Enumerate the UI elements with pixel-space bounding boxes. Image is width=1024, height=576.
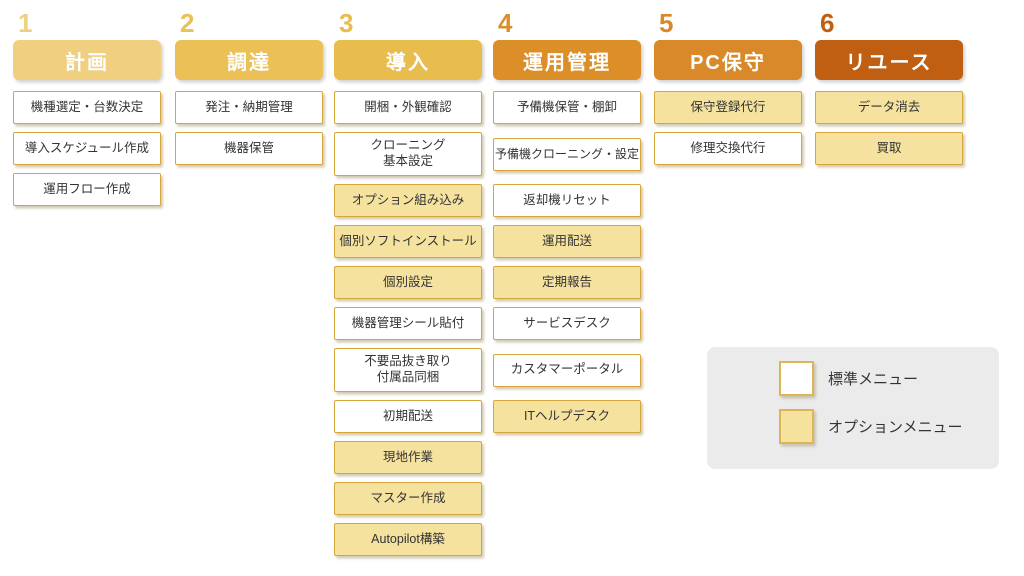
menu-item: 修理交換代行	[654, 132, 802, 165]
menu-item: マスター作成	[334, 482, 482, 515]
phase-number: 4	[498, 8, 514, 38]
menu-item: 不要品抜き取り 付属品同梱	[334, 348, 482, 392]
phase-number: 5	[659, 8, 675, 38]
standard-menu-swatch	[779, 361, 814, 396]
phase-column-4: 4 運用管理 予備機保管・棚卸 予備機クローニング・設定 返却機リセット 運用配…	[493, 8, 641, 441]
menu-item: Autopilot構築	[334, 523, 482, 556]
phase-number: 1	[18, 8, 34, 38]
menu-item: 発注・納期管理	[175, 91, 323, 124]
phase-number: 6	[820, 8, 836, 38]
menu-item: 運用配送	[493, 225, 641, 258]
legend-panel: 標準メニュー オプションメニュー	[707, 347, 999, 469]
menu-item: 予備機クローニング・設定	[493, 137, 641, 171]
menu-item: カスタマーポータル	[493, 353, 641, 387]
menu-item: 現地作業	[334, 441, 482, 474]
menu-item-slot: 予備機クローニング・設定	[493, 132, 641, 176]
phase-header-reuse: リユース	[815, 40, 963, 80]
phase-number: 3	[339, 8, 355, 38]
option-menu-swatch	[779, 409, 814, 444]
legend-row-option: オプションメニュー	[779, 409, 999, 444]
menu-item: 買取	[815, 132, 963, 165]
menu-item: 定期報告	[493, 266, 641, 299]
menu-item: 開梱・外観確認	[334, 91, 482, 124]
legend-label-standard: 標準メニュー	[828, 371, 919, 388]
phase-header-pc-hoshu: PC保守	[654, 40, 802, 80]
legend-label-option: オプションメニュー	[828, 419, 963, 436]
menu-item: オプション組み込み	[334, 184, 482, 217]
menu-item: 導入スケジュール作成	[13, 132, 161, 165]
phase-number: 2	[180, 8, 196, 38]
phase-column-3: 3 導入 開梱・外観確認 クローニング 基本設定 オプション組み込み 個別ソフト…	[334, 8, 482, 564]
phase-header-donyu: 導入	[334, 40, 482, 80]
menu-item: 個別ソフトインストール	[334, 225, 482, 258]
menu-item: 返却機リセット	[493, 184, 641, 217]
menu-item: 機器保管	[175, 132, 323, 165]
menu-item: 個別設定	[334, 266, 482, 299]
menu-item: 機種選定・台数決定	[13, 91, 161, 124]
phase-header-keikaku: 計画	[13, 40, 161, 80]
menu-item: 機器管理シール貼付	[334, 307, 482, 340]
legend-row-standard: 標準メニュー	[779, 361, 999, 396]
menu-item: 初期配送	[334, 400, 482, 433]
menu-item: 保守登録代行	[654, 91, 802, 124]
phase-column-6: 6 リユース データ消去 買取	[815, 8, 963, 173]
phase-header-chotatsu: 調達	[175, 40, 323, 80]
menu-item-slot: カスタマーポータル	[493, 348, 641, 392]
menu-item: データ消去	[815, 91, 963, 124]
menu-item: ITヘルプデスク	[493, 400, 641, 433]
phase-column-2: 2 調達 発注・納期管理 機器保管	[175, 8, 323, 173]
phase-header-unyokanri: 運用管理	[493, 40, 641, 80]
phase-column-1: 1 計画 機種選定・台数決定 導入スケジュール作成 運用フロー作成	[13, 8, 161, 214]
phase-column-5: 5 PC保守 保守登録代行 修理交換代行	[654, 8, 802, 173]
menu-item: 予備機保管・棚卸	[493, 91, 641, 124]
menu-item: サービスデスク	[493, 307, 641, 340]
menu-item: クローニング 基本設定	[334, 132, 482, 176]
menu-item: 運用フロー作成	[13, 173, 161, 206]
